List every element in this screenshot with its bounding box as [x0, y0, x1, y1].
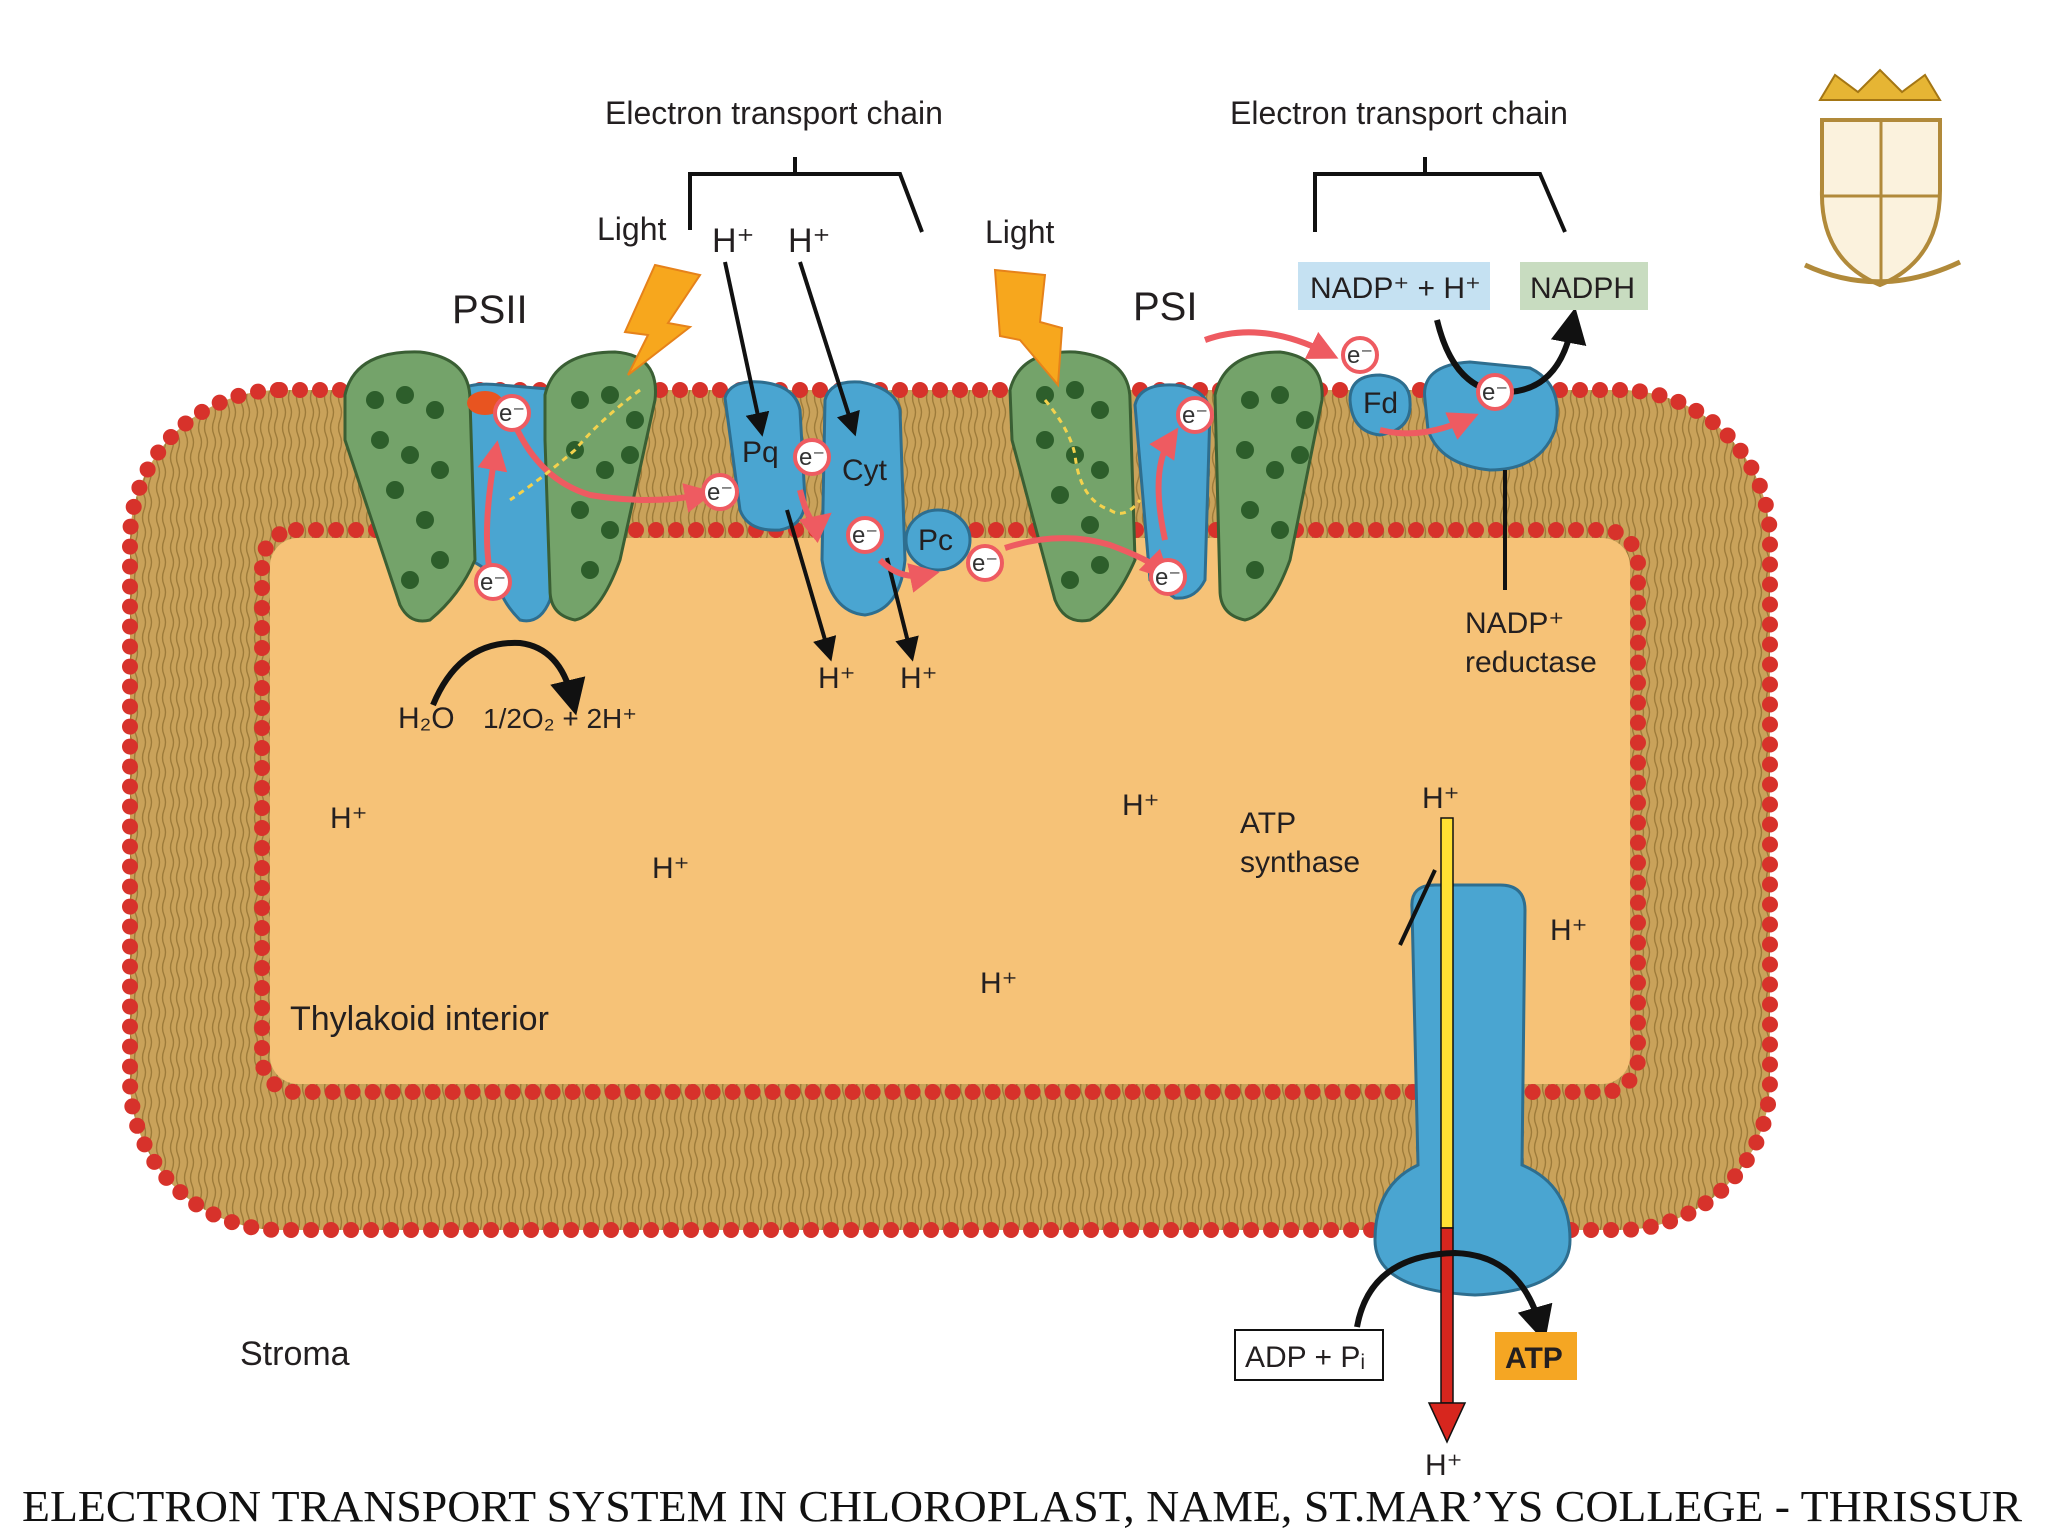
atp-box: ATP	[1495, 1332, 1577, 1380]
slide-caption: ELECTRON TRANSPORT SYSTEM IN CHLOROPLAST…	[22, 1482, 2023, 1531]
svg-text:e⁻: e⁻	[799, 444, 825, 471]
fd-label: Fd	[1363, 387, 1398, 420]
svg-text:e⁻: e⁻	[707, 479, 733, 506]
electron-marker: e⁻	[1476, 373, 1514, 411]
light-label-left: Light	[597, 211, 667, 247]
svg-text:e⁻: e⁻	[1482, 379, 1508, 406]
electron-marker: e⁻	[493, 394, 531, 432]
proton-label: H⁺	[1122, 789, 1160, 822]
psii-label: PSII	[452, 288, 528, 332]
college-crest-icon	[1803, 68, 1962, 288]
svg-text:e⁻: e⁻	[972, 550, 998, 577]
proton-label: H⁺	[1422, 782, 1460, 815]
proton-label: H⁺	[818, 662, 856, 695]
svg-text:e⁻: e⁻	[480, 569, 506, 596]
fd-protein	[1348, 373, 1412, 437]
pq-label: Pq	[742, 436, 779, 469]
nadp-h-box: NADP⁺ + H⁺	[1298, 262, 1490, 310]
electron-marker: e⁻	[1176, 396, 1214, 434]
svg-text:e⁻: e⁻	[1347, 342, 1373, 369]
proton-label: H⁺	[652, 852, 690, 885]
h2o-label: H₂O	[398, 702, 455, 735]
electron-marker: e⁻	[1149, 558, 1187, 596]
electron-marker: e⁻	[474, 563, 512, 601]
stroma-label: Stroma	[240, 1335, 350, 1373]
thylakoid-interior-label: Thylakoid interior	[290, 1000, 549, 1038]
cyt-label: Cyt	[842, 454, 888, 487]
electron-marker: e⁻	[846, 516, 884, 554]
proton-label: H⁺	[712, 222, 755, 260]
etc-bracket-right	[1313, 157, 1567, 233]
svg-text:e⁻: e⁻	[1182, 402, 1208, 429]
proton-label: H⁺	[900, 662, 938, 695]
svg-text:NADP⁺ + H⁺: NADP⁺ + H⁺	[1310, 272, 1481, 305]
electron-marker: e⁻	[1341, 336, 1379, 374]
h-arrows	[723, 261, 919, 662]
water-split-arrow	[430, 639, 586, 716]
nadp-reductase-label-2: reductase	[1465, 646, 1597, 679]
pc-label: Pc	[918, 524, 953, 557]
atp-arrow	[1354, 1249, 1553, 1343]
light-label-right: Light	[985, 214, 1055, 250]
etc-bracket-left	[688, 157, 924, 233]
electron-markers: e⁻ e⁻ e⁻ e⁻ e⁻ e⁻ e⁻ e⁻ e⁻ e⁻	[474, 336, 1514, 601]
thylakoid-lumen	[270, 538, 1630, 1084]
etc-label-left: Electron transport chain	[605, 95, 943, 131]
electron-marker: e⁻	[966, 544, 1004, 582]
adp-pi-box: ADP + Pᵢ	[1234, 1329, 1384, 1381]
proton-label: H⁺	[1425, 1449, 1463, 1482]
svg-text:ADP + Pᵢ: ADP + Pᵢ	[1245, 1341, 1365, 1374]
psi-label: PSI	[1133, 285, 1197, 329]
svg-text:NADPH: NADPH	[1530, 272, 1635, 305]
half-o2-label: 1/2O₂ + 2H⁺	[483, 703, 637, 734]
psi-complex	[1008, 350, 1324, 623]
nadph-box: NADPH	[1520, 262, 1648, 310]
atp-synthase	[1373, 869, 1572, 1297]
lightning-left-icon	[623, 263, 702, 376]
atp-proton-arrow	[1427, 817, 1467, 1444]
lightning-right-icon	[993, 268, 1064, 388]
svg-text:e⁻: e⁻	[499, 400, 525, 427]
svg-text:e⁻: e⁻	[852, 522, 878, 549]
electron-marker: e⁻	[793, 438, 831, 476]
svg-text:ATP: ATP	[1505, 1342, 1563, 1375]
proton-label: H⁺	[1550, 914, 1588, 947]
atp-synthase-label-2: synthase	[1240, 846, 1360, 879]
psii-complex	[343, 350, 657, 623]
etc-label-right: Electron transport chain	[1230, 95, 1568, 131]
electron-path	[477, 329, 1479, 593]
nadp-reductase-label-1: NADP⁺	[1465, 607, 1564, 640]
cyt-complex	[820, 380, 907, 617]
electron-marker: e⁻	[701, 473, 739, 511]
atp-synthase-label-1: ATP	[1240, 807, 1296, 840]
proton-label: H⁺	[330, 802, 368, 835]
proton-label: H⁺	[980, 967, 1018, 1000]
proton-label: H⁺	[788, 222, 831, 260]
svg-text:e⁻: e⁻	[1155, 564, 1181, 591]
excitation-path	[509, 388, 1142, 515]
